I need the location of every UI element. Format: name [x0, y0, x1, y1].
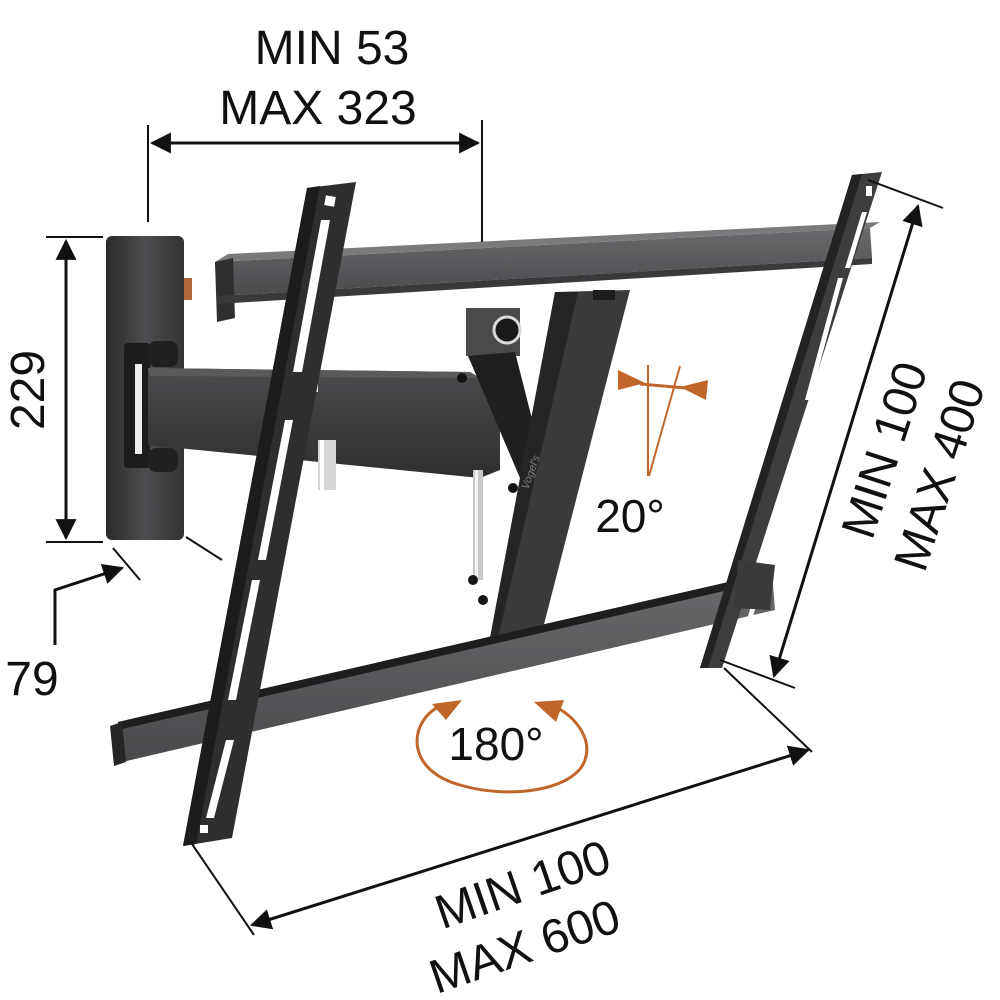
wall-hinge	[124, 341, 178, 472]
swivel-label: 180°	[448, 718, 543, 770]
left-vesa-strap	[183, 182, 356, 846]
orange-tab	[184, 278, 192, 300]
arm-depth-min-label: MIN 53	[255, 22, 410, 75]
swing-arm	[148, 368, 500, 580]
upper-crossbar	[215, 222, 880, 322]
rotate-arrows-icon	[415, 700, 589, 794]
tilt-indicator: 20°	[595, 365, 708, 542]
plate-depth-dimension: 79	[5, 536, 223, 706]
plate-height-label: 229	[2, 350, 55, 430]
tilt-head	[457, 308, 545, 478]
tilt-knob	[492, 315, 522, 345]
arm-depth-max-label: MAX 323	[219, 82, 416, 135]
center-connector: Vogel's	[468, 290, 630, 640]
tilt-angle-icon	[618, 365, 708, 477]
plate-height-dimension: 229	[2, 236, 103, 543]
lower-crossbar	[110, 572, 775, 766]
swivel-indicator: 180°	[415, 700, 589, 794]
arm-depth-dimension: MIN 53 MAX 323	[147, 22, 483, 242]
tilt-label: 20°	[595, 490, 665, 542]
plate-depth-label: 79	[5, 653, 58, 706]
